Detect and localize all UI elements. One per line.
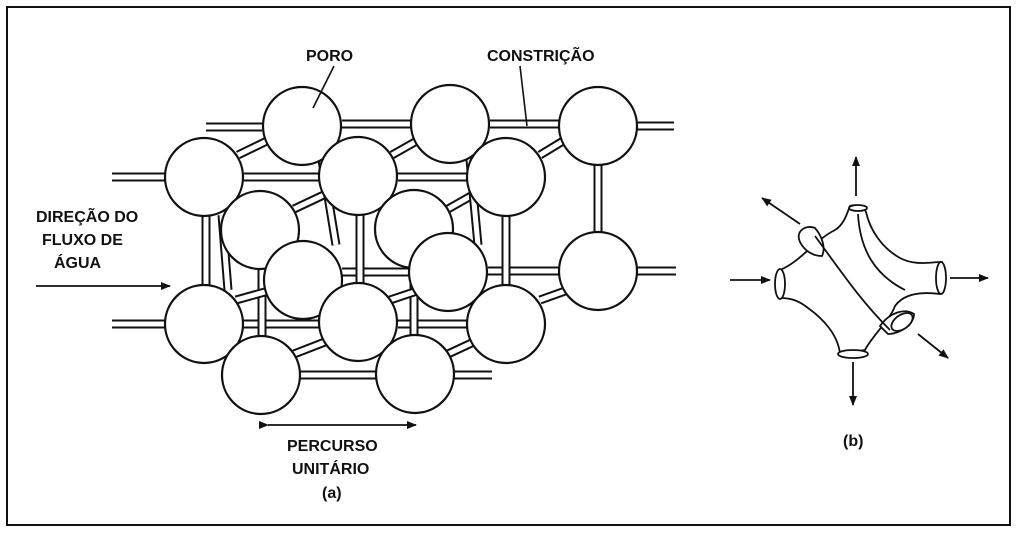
pore-circle: [163, 283, 245, 365]
constriction-tube-fill: [539, 287, 569, 303]
pore-opening-left: [774, 268, 786, 300]
pore-circle: [220, 334, 302, 416]
pore-circle: [409, 83, 491, 165]
pore-b-arrow-lower-right: [917, 333, 949, 359]
pore-opening-lower-right: [890, 312, 914, 332]
pore-circle: [557, 230, 639, 312]
pore-leader-line: [312, 65, 335, 109]
figure-frame: [6, 6, 1011, 526]
pore-circle: [557, 85, 639, 167]
pore-circle: [407, 231, 489, 313]
pore-circle: [465, 283, 547, 365]
caption-a: (a): [322, 485, 342, 502]
constriction-label: CONSTRIÇÃO: [487, 48, 595, 65]
pore-opening-bottom: [837, 349, 869, 359]
pore-b-arrow-upper-left: [761, 197, 801, 225]
caption-b: (b): [843, 433, 864, 450]
unit-path-label-line2: UNITÁRIO: [292, 461, 370, 478]
pore-opening-right: [935, 261, 947, 295]
pores: [163, 83, 639, 416]
pore-inner-curve-2: [857, 213, 906, 291]
flow-direction-label-line3: ÁGUA: [54, 255, 102, 272]
pore-circle: [317, 281, 399, 363]
pore-circle: [465, 136, 547, 218]
flow-direction-label-line2: FLUXO DE: [42, 232, 123, 249]
pore-circle: [163, 136, 245, 218]
unit-path-label-line1: PERCURSO: [287, 438, 378, 455]
pore-label: PORO: [306, 48, 354, 65]
pore-circle: [374, 333, 456, 415]
pore-inner-curve: [814, 235, 891, 331]
pore-circle: [317, 135, 399, 217]
pore-circle: [262, 239, 344, 321]
pore-circle: [261, 85, 343, 167]
pore-lobe-upper-left: [797, 226, 825, 257]
pore-opening-top: [848, 204, 868, 212]
constriction-leader-line: [519, 65, 528, 127]
flow-direction-label-line1: DIREÇÃO DO: [36, 209, 139, 226]
single-pore-shape: [774, 204, 947, 359]
